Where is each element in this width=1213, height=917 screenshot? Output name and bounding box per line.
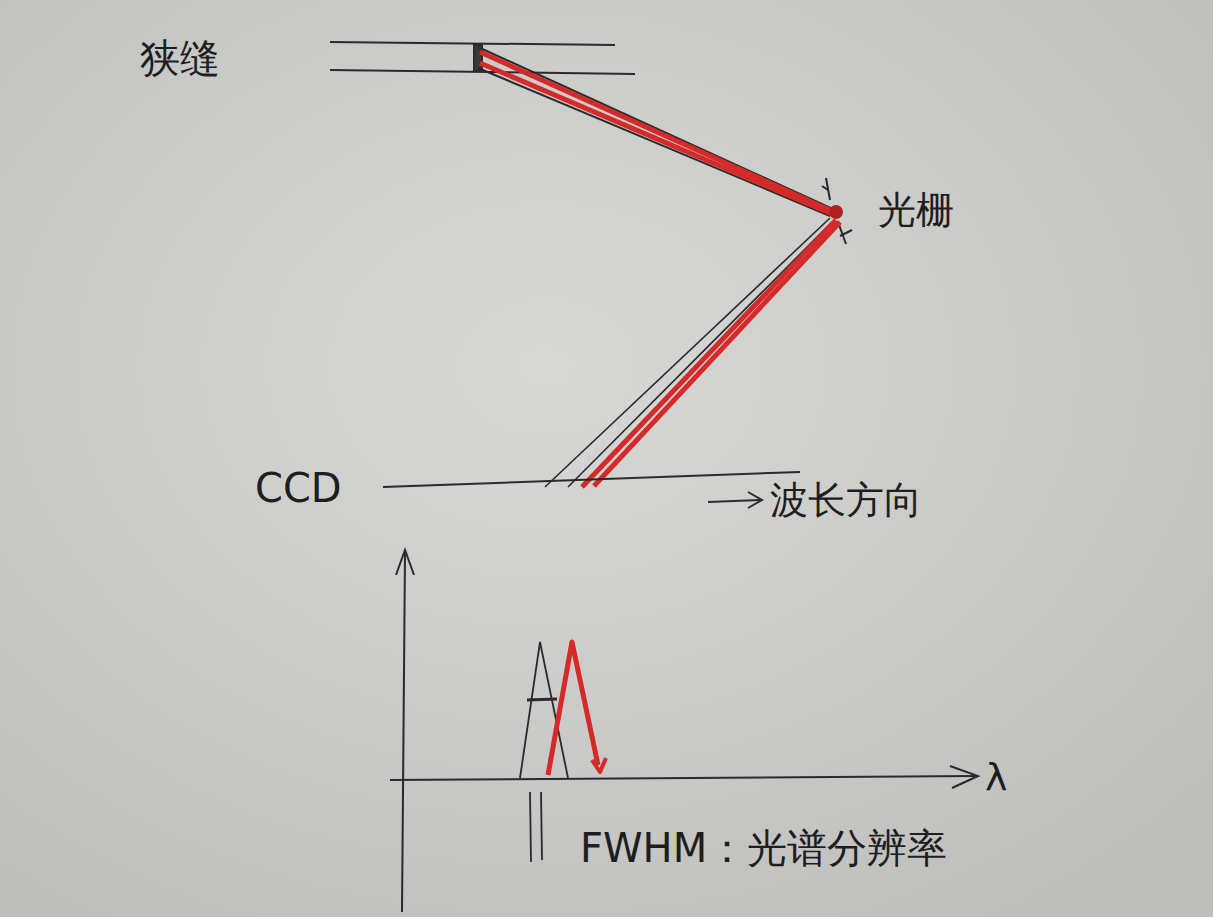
direction-arrow — [708, 492, 762, 508]
incident-beam — [478, 47, 835, 216]
shifted-peak — [548, 642, 606, 775]
reference-peak — [520, 642, 568, 862]
diffracted-beam — [545, 218, 840, 487]
axis-label: λ — [985, 757, 1008, 799]
resolution-note: FWHM：光谱分辨率 — [580, 826, 947, 870]
ccd-detector — [383, 472, 800, 487]
direction-label: 波长方向 — [770, 480, 922, 522]
slit-label: 狭缝 — [140, 36, 220, 80]
detector-label: CCD — [255, 466, 342, 510]
graph-axes — [390, 550, 978, 912]
grating-label: 光栅 — [878, 190, 954, 232]
